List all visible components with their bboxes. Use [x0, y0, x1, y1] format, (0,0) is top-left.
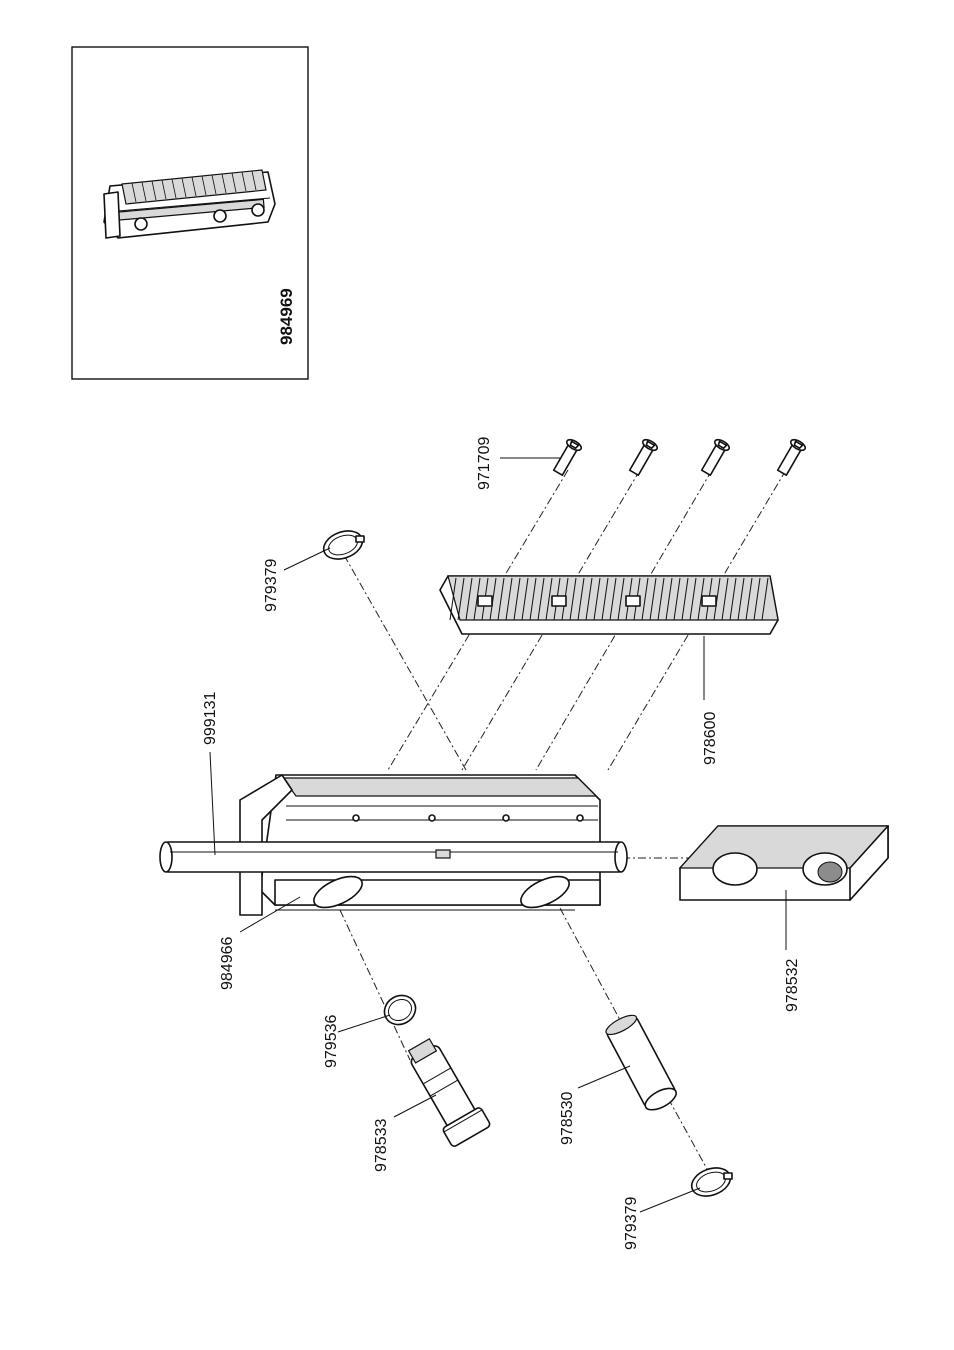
plate-978532	[680, 826, 888, 900]
retaining-ring-bottom	[688, 1163, 734, 1201]
label-999131: 999131	[202, 692, 219, 745]
label-979379-top: 979379	[263, 559, 280, 612]
rack-978600	[440, 576, 778, 634]
label-978533: 978533	[373, 1119, 390, 1172]
label-978532: 978532	[784, 959, 801, 1012]
label-978530: 978530	[559, 1092, 576, 1145]
screw	[699, 438, 731, 477]
shaft-999131	[160, 842, 627, 872]
screw	[775, 438, 807, 477]
label-979536: 979536	[323, 1015, 340, 1068]
retaining-ring-top	[320, 526, 366, 564]
label-971709: 971709	[476, 437, 493, 490]
pin-978533	[400, 1034, 491, 1148]
o-ring-979536	[379, 990, 421, 1030]
label-979379-bottom: 979379	[623, 1197, 640, 1250]
screw	[627, 438, 659, 477]
inset-panel: 984969	[72, 47, 308, 379]
sleeve-978530	[603, 1012, 679, 1114]
inset-part-number: 984969	[277, 288, 296, 345]
label-978600: 978600	[702, 712, 719, 765]
screws-971709	[551, 438, 807, 477]
label-984966: 984966	[219, 937, 236, 990]
